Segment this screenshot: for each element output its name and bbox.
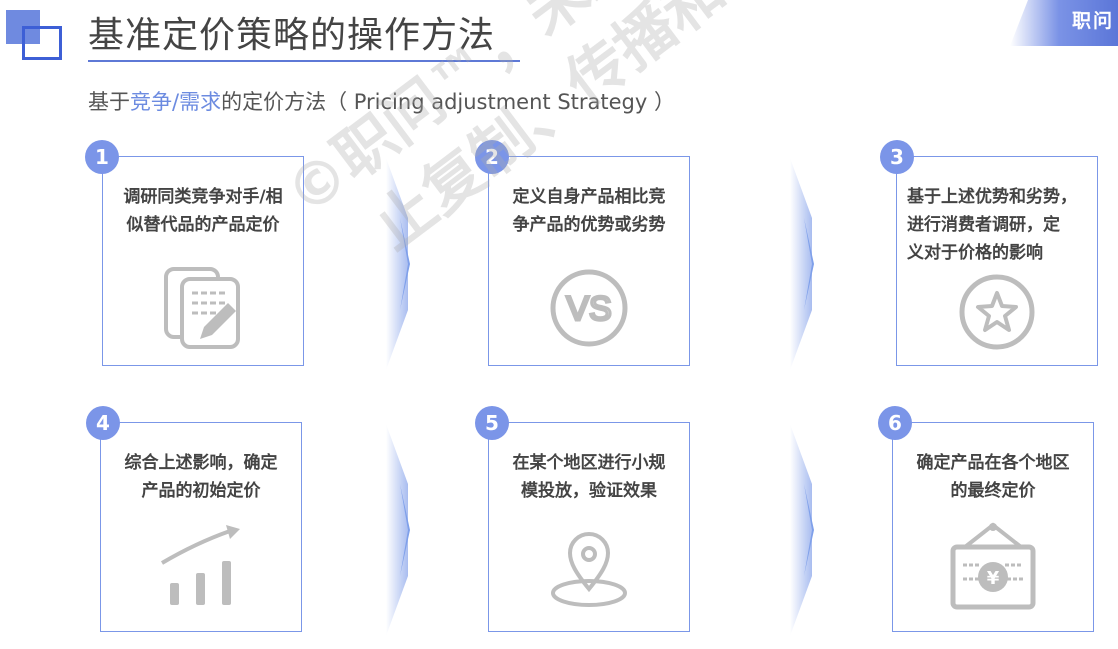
document-edit-icon: [164, 267, 240, 349]
growth-chart-icon: [160, 525, 240, 605]
flow-arrow-2-3: [790, 158, 814, 370]
step-card-4: 综合上述影响，确定产品的初始定价: [100, 422, 302, 632]
step-3-text: 基于上述优势和劣势，进行消费者调研，定义对于价格的影响: [907, 187, 1077, 263]
svg-text:VS: VS: [566, 290, 611, 328]
subtitle-prefix: 基于: [88, 90, 130, 114]
page-title: 基准定价策略的操作方法: [88, 15, 496, 56]
flow-arrow-1-2: [386, 158, 410, 370]
step-card-5: 在某个地区进行小规模投放，验证效果: [488, 422, 690, 632]
step-number-5: 5: [475, 406, 509, 440]
step-number-1: 1: [85, 140, 119, 174]
brand-label: 职问: [1071, 10, 1114, 32]
step-number-6: 6: [878, 406, 912, 440]
svg-text:¥: ¥: [987, 568, 1000, 589]
step-5-text: 在某个地区进行小规模投放，验证效果: [512, 453, 666, 501]
price-tag-icon: ¥: [950, 522, 1036, 610]
step-card-2: 定义自身产品相比竞争产品的优势或劣势 VS: [488, 156, 690, 366]
subtitle-highlight: 竞争/需求: [130, 90, 222, 114]
step-number-3: 3: [880, 140, 914, 174]
step-number-4: 4: [86, 406, 120, 440]
subtitle-suffix: 的定价方法（ Pricing adjustment Strategy ）: [221, 90, 675, 114]
step-4-text: 综合上述影响，确定产品的初始定价: [124, 453, 278, 501]
vs-icon: VS: [550, 269, 628, 347]
flow-arrow-5-6: [790, 424, 814, 636]
step-1-text: 调研同类竞争对手/相似替代品的产品定价: [123, 187, 283, 235]
brand-corner-tab: 职问: [1010, 0, 1118, 46]
step-2-text: 定义自身产品相比竞争产品的优势或劣势: [512, 187, 666, 235]
step-number-2: 2: [475, 140, 509, 174]
step-card-6: 确定产品在各个地区的最终定价 ¥: [892, 422, 1094, 632]
title-underline: [88, 60, 520, 62]
logo: [6, 10, 66, 62]
flow-arrow-4-5: [386, 424, 410, 636]
step-card-3: 基于上述优势和劣势，进行消费者调研，定义对于价格的影响: [896, 156, 1098, 366]
location-pin-icon: [551, 532, 627, 607]
step-6-text: 确定产品在各个地区的最终定价: [916, 453, 1070, 501]
subtitle: 基于竞争/需求的定价方法（ Pricing adjustment Strateg…: [88, 86, 675, 116]
star-icon: [959, 274, 1035, 350]
step-card-1: 调研同类竞争对手/相似替代品的产品定价: [102, 156, 304, 366]
